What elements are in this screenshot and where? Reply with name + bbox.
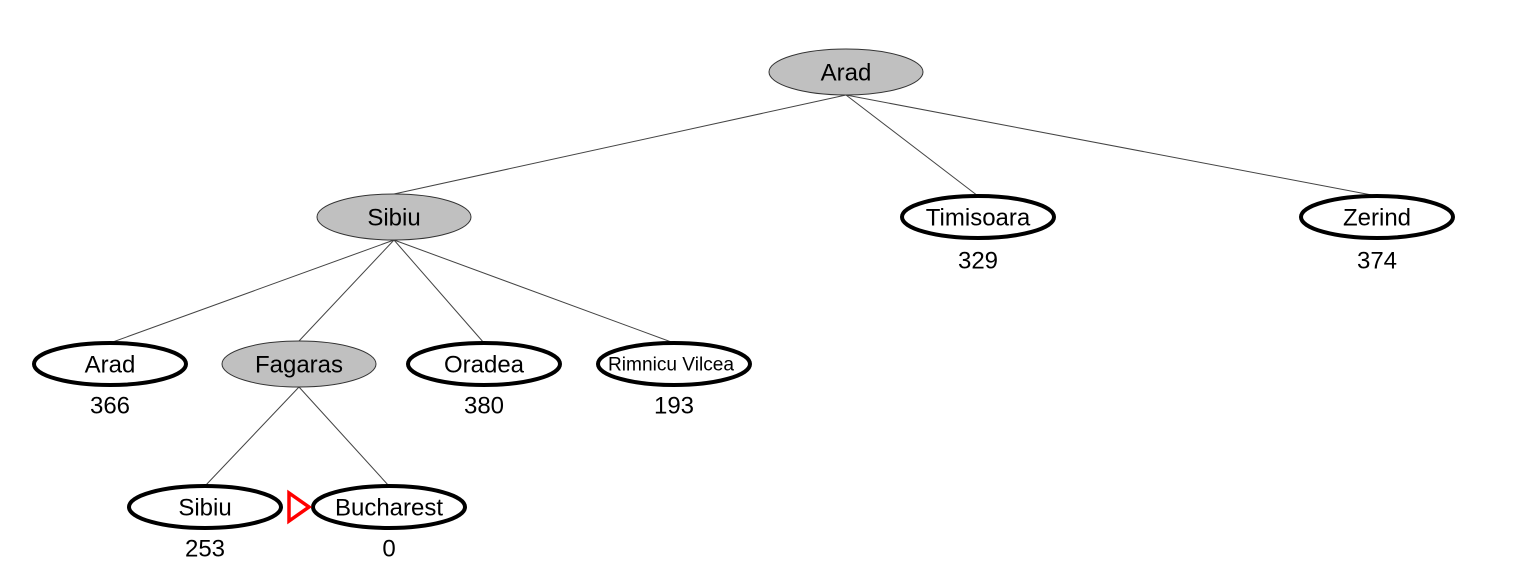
- node-bucharest[interactable]: Bucharest 0: [311, 484, 467, 563]
- node-arad-root[interactable]: Arad: [768, 48, 924, 96]
- node-label: Arad: [821, 60, 872, 87]
- node-shape: [406, 341, 562, 387]
- heuristic-value: 329: [958, 248, 998, 275]
- node-label: Rimnicu Vilcea: [608, 355, 734, 376]
- node-shape: [768, 48, 924, 96]
- heuristic-value: 366: [90, 393, 130, 420]
- node-shape: [596, 341, 752, 387]
- node-sibiu[interactable]: Sibiu: [316, 193, 472, 241]
- node-label: Sibiu: [178, 495, 231, 522]
- node-shape: [32, 341, 188, 387]
- node-timisoara[interactable]: Timisoara 329: [900, 194, 1056, 275]
- tree-edge: [298, 386, 390, 487]
- node-shape: [127, 484, 283, 530]
- tree-edge: [393, 239, 485, 344]
- node-shape: [316, 193, 472, 241]
- node-label: Sibiu: [367, 205, 420, 232]
- node-rimnicu-vilcea[interactable]: Rimnicu Vilcea 193: [596, 341, 752, 420]
- node-label: Timisoara: [926, 205, 1031, 232]
- node-oradea[interactable]: Oradea 380: [406, 341, 562, 420]
- tree-edge: [845, 94, 979, 197]
- node-zerind[interactable]: Zerind 374: [1299, 194, 1455, 275]
- heuristic-value: 253: [185, 536, 225, 563]
- node-label: Arad: [85, 352, 136, 379]
- heuristic-value: 374: [1357, 248, 1397, 275]
- triangle-right-icon: [287, 489, 313, 525]
- node-shape: [221, 340, 377, 388]
- node-label: Oradea: [444, 352, 525, 379]
- tree-edge: [845, 94, 1378, 197]
- node-label: Bucharest: [335, 495, 443, 522]
- heuristic-value: 380: [464, 393, 504, 420]
- node-label: Fagaras: [255, 352, 343, 379]
- node-shape: [1299, 194, 1455, 240]
- node-arad-leaf[interactable]: Arad 366: [32, 341, 188, 420]
- node-label: Zerind: [1343, 205, 1411, 232]
- tree-edge: [393, 94, 847, 195]
- heuristic-value: 193: [654, 393, 694, 420]
- tree-edge: [393, 239, 675, 344]
- tree-edge: [204, 386, 300, 487]
- node-shape: [311, 484, 467, 530]
- heuristic-value: 0: [382, 536, 395, 563]
- node-shape: [900, 194, 1056, 240]
- node-sibiu-leaf[interactable]: Sibiu 253: [127, 484, 283, 563]
- tree-edges: [109, 94, 1378, 487]
- node-fagaras[interactable]: Fagaras: [221, 340, 377, 388]
- tree-edge: [298, 239, 395, 342]
- tree-edge: [109, 239, 395, 344]
